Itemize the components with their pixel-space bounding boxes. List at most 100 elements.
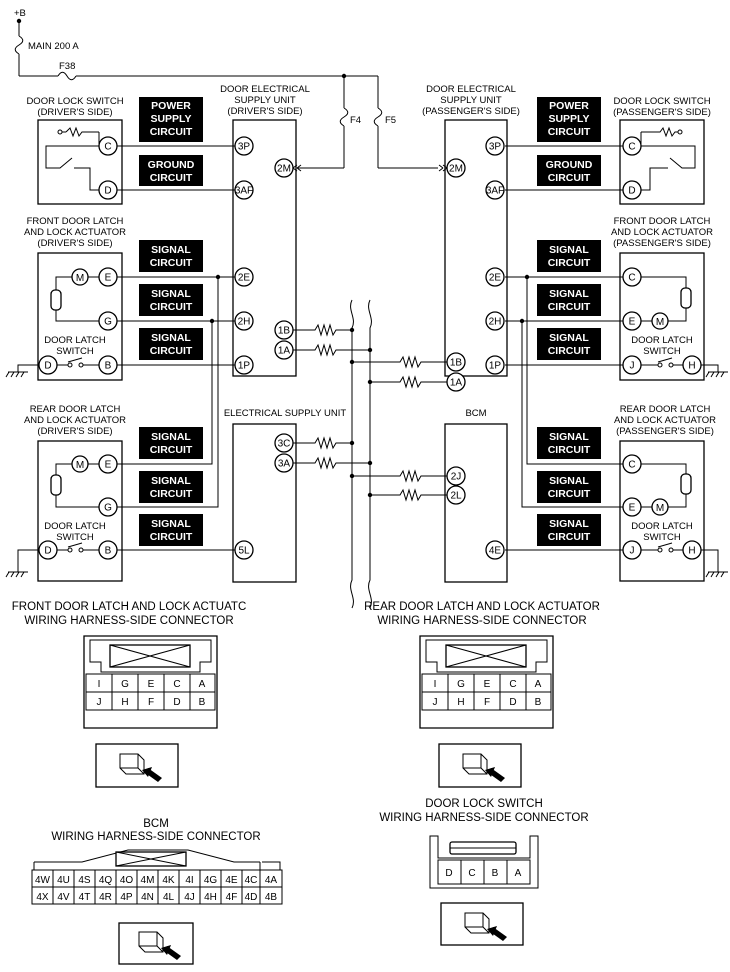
svg-text:(DRIVER'S SIDE): (DRIVER'S SIDE) [37,107,112,118]
svg-text:F: F [148,697,154,708]
svg-text:B: B [535,697,542,708]
svg-text:SWITCH: SWITCH [643,346,681,357]
svg-text:C: C [104,142,111,153]
svg-text:POWER: POWER [151,100,191,112]
svg-text:2M: 2M [449,164,463,175]
svg-text:CIRCUIT: CIRCUIT [548,444,591,456]
bcm-pin-label: 4C [245,875,258,886]
bcm-pin-label: 4R [99,892,112,903]
svg-text:CIRCUIT: CIRCUIT [150,172,193,184]
door-lock-switch-drivers: DOOR LOCK SWITCH (DRIVER'S SIDE) C D [26,96,124,205]
svg-text:I: I [434,679,437,690]
svg-text:SIGNAL: SIGNAL [151,332,191,344]
svg-text:G: G [121,679,129,690]
svg-text:1P: 1P [489,361,502,372]
pin-3af: 3AF [235,186,253,197]
svg-text:DOOR LATCH: DOOR LATCH [631,335,693,346]
connector-hand-icon [95,743,179,788]
svg-text:SIGNAL: SIGNAL [549,244,589,256]
svg-text:AND LOCK ACTUATOR: AND LOCK ACTUATOR [24,415,126,426]
svg-text:SIGNAL: SIGNAL [151,518,191,530]
svg-text:GROUND: GROUND [546,159,593,171]
can-bus [293,299,447,609]
svg-text:DOOR LATCH: DOOR LATCH [44,521,106,532]
svg-text:A: A [515,868,522,879]
svg-text:SIGNAL: SIGNAL [151,431,191,443]
svg-text:CIRCUIT: CIRCUIT [548,345,591,357]
svg-text:DOOR ELECTRICAL: DOOR ELECTRICAL [220,84,310,95]
svg-text:E: E [629,317,636,328]
bcm-pin-label: 4L [163,892,175,903]
svg-text:G: G [104,503,112,514]
door-lock-switch-connector-view: DOOR LOCK SWITCH WIRING HARNESS-SIDE CON… [379,798,589,946]
svg-text:M: M [656,317,664,328]
front-latch-connector-view: FRONT DOOR LATCH AND LOCK ACTUATC WIRING… [12,601,246,788]
svg-text:CIRCUIT: CIRCUIT [150,301,193,313]
svg-text:WIRING HARNESS-SIDE CONNECTOR: WIRING HARNESS-SIDE CONNECTOR [377,615,586,627]
svg-text:E: E [105,460,112,471]
bcm-pin-label: 4G [204,875,218,886]
svg-text:D: D [628,186,635,197]
svg-text:SIGNAL: SIGNAL [549,288,589,300]
svg-text:DOOR LOCK SWITCH: DOOR LOCK SWITCH [26,96,123,107]
svg-text:2H: 2H [489,317,502,328]
door-lock-switch-passengers: DOOR LOCK SWITCH (PASSENGER'S SIDE) C D [613,96,711,205]
bcm-pin-label: 4B [265,892,278,903]
pin-3p: 3P [238,142,251,153]
svg-text:(PASSENGER'S SIDE): (PASSENGER'S SIDE) [616,426,714,437]
pin-1b: 1B [278,326,291,337]
front-door-latch-drivers: FRONT DOOR LATCH AND LOCK ACTUATOR (DRIV… [24,216,126,381]
driver-circuits: POWER SUPPLY CIRCUIT GROUND CIRCUIT SIGN… [117,97,235,551]
svg-text:C: C [628,460,635,471]
svg-text:F: F [484,697,490,708]
door-electrical-supply-unit-passengers: DOOR ELECTRICAL SUPPLY UNIT (PASSENGER'S… [422,84,520,392]
rear-latch-connector-view: REAR DOOR LATCH AND LOCK ACTUATOR WIRING… [364,601,600,788]
rear-door-latch-drivers: REAR DOOR LATCH AND LOCK ACTUATOR (DRIVE… [24,404,126,582]
svg-text:2E: 2E [489,273,502,284]
svg-text:CIRCUIT: CIRCUIT [150,444,193,456]
svg-text:H: H [457,697,464,708]
svg-text:SIGNAL: SIGNAL [549,475,589,487]
bcm-pin-label: 4K [162,875,175,886]
pin-2e: 2E [238,273,251,284]
svg-text:DOOR LOCK SWITCH: DOOR LOCK SWITCH [425,798,543,810]
bcm-pin-label: 4M [141,875,155,886]
svg-text:SIGNAL: SIGNAL [151,244,191,256]
svg-text:CIRCUIT: CIRCUIT [150,126,193,138]
svg-text:SIGNAL: SIGNAL [549,431,589,443]
svg-text:B: B [105,361,112,372]
bcm-pin-label: 4S [78,875,91,886]
bcm-pin-label: 4D [245,892,258,903]
f38-label: F38 [59,61,75,72]
bcm-pin-label: 4N [141,892,154,903]
svg-text:G: G [457,679,465,690]
svg-text:J: J [97,697,102,708]
svg-text:WIRING HARNESS-SIDE CONNECTOR: WIRING HARNESS-SIDE CONNECTOR [379,812,588,824]
bcm-pin-label: 4P [120,892,133,903]
svg-text:REAR DOOR LATCH AND LOCK ACTUA: REAR DOOR LATCH AND LOCK ACTUATOR [364,601,600,613]
svg-text:J: J [630,546,635,557]
bcm-pin-label: 4E [225,875,238,886]
svg-text:SIGNAL: SIGNAL [151,475,191,487]
svg-text:A: A [535,679,542,690]
bcm-pin-label: 4A [265,875,278,886]
svg-text:E: E [148,679,155,690]
svg-text:3A: 3A [278,459,291,470]
front-door-latch-passengers: FRONT DOOR LATCH AND LOCK ACTUATOR (PASS… [611,216,713,381]
svg-text:E: E [629,503,636,514]
svg-text:M: M [76,273,84,284]
svg-text:C: C [628,142,635,153]
svg-text:SUPPLY UNIT: SUPPLY UNIT [440,95,502,106]
bcm-pin-label: 4U [57,875,70,886]
f5-label: F5 [385,115,396,126]
svg-text:AND LOCK ACTUATOR: AND LOCK ACTUATOR [611,227,713,238]
svg-text:B: B [199,697,206,708]
f5-fuse-icon [373,107,383,127]
power-feed: +B MAIN 200 A F38 F4 F5 [14,8,438,169]
svg-text:SIGNAL: SIGNAL [549,332,589,344]
f38-fuse-icon [57,71,77,81]
svg-text:(DRIVER'S SIDE): (DRIVER'S SIDE) [37,426,112,437]
svg-text:BCM: BCM [465,408,486,419]
svg-text:CIRCUIT: CIRCUIT [548,172,591,184]
